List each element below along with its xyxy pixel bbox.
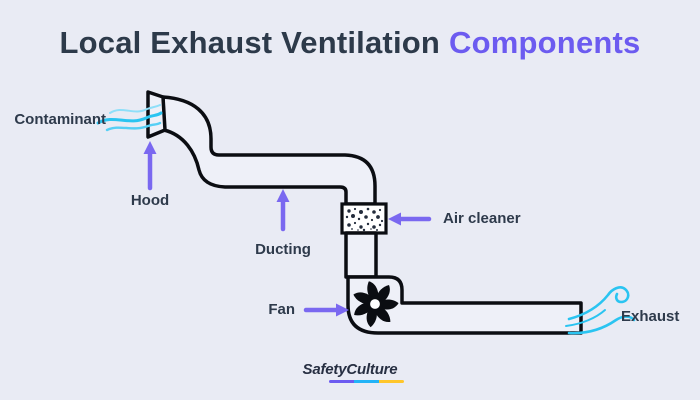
hood-label: Hood — [130, 192, 170, 209]
underline-purple-segment — [329, 379, 355, 383]
duct-vertical-path — [344, 231, 378, 279]
underline-blue-segment — [354, 379, 380, 383]
air-cleaner-arrow — [388, 212, 432, 226]
exhaust-airflow-icon — [565, 286, 636, 335]
underline-yellow-segment — [379, 379, 405, 383]
safetyculture-logo: SafetyCulture — [302, 361, 405, 383]
ducting-label: Ducting — [255, 241, 311, 258]
duct-path — [161, 95, 377, 206]
ducting-arrow — [276, 189, 290, 232]
air-cleaner-media-dots — [345, 207, 384, 232]
air-cleaner-label: Air cleaner — [443, 210, 521, 227]
hood-arrow — [143, 141, 157, 191]
brand-underline — [303, 379, 405, 383]
fan-label: Fan — [268, 301, 295, 318]
title-dark-text: Local Exhaust Ventilation — [59, 25, 441, 60]
pointer-arrows — [143, 141, 432, 317]
contaminant-airflow-icon — [96, 104, 163, 132]
title-accent-text: Components — [449, 25, 641, 60]
fan-icon — [353, 280, 400, 328]
exhaust-label: Exhaust — [621, 308, 680, 325]
brand-wordmark: SafetyCulture — [302, 361, 398, 378]
air-cleaner-icon — [340, 202, 388, 235]
footer: SafetyCulture — [0, 361, 700, 383]
fan-housing-path — [346, 275, 583, 335]
contaminant-label: Contaminant — [14, 111, 106, 128]
fan-arrow — [303, 303, 349, 317]
